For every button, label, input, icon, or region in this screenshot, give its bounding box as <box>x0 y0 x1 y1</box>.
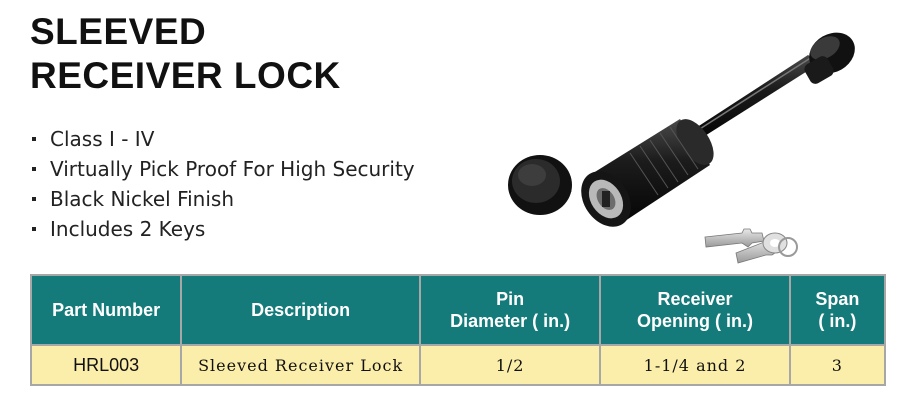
pin-shaft <box>688 55 820 139</box>
cell-span: 3 <box>788 344 887 386</box>
cell-description: Sleeved Receiver Lock <box>180 344 421 386</box>
page-title: SLEEVED RECEIVER LOCK <box>30 10 341 98</box>
feature-text: Black Nickel Finish <box>50 187 235 211</box>
bullet-icon <box>32 137 36 141</box>
header-part-number: Part Number <box>29 274 183 346</box>
table-row: HRL003 Sleeved Receiver Lock 1/2 1-1/4 a… <box>29 344 887 386</box>
feature-item: Includes 2 Keys <box>32 214 415 244</box>
feature-item: Virtually Pick Proof For High Security <box>32 154 415 184</box>
header-description: Description <box>180 274 421 346</box>
keys <box>704 228 798 264</box>
feature-list: Class I - IV Virtually Pick Proof For Hi… <box>32 124 415 244</box>
header-span: Span( in.) <box>788 274 887 346</box>
bullet-icon <box>32 197 36 201</box>
feature-item: Black Nickel Finish <box>32 184 415 214</box>
feature-item: Class I - IV <box>32 124 415 154</box>
feature-text: Virtually Pick Proof For High Security <box>50 157 415 181</box>
bullet-icon <box>32 167 36 171</box>
pin-end-cap <box>804 32 855 84</box>
bullet-icon <box>32 227 36 231</box>
cell-part-number: HRL003 <box>29 344 183 386</box>
cell-pin-diameter: 1/2 <box>418 344 602 386</box>
lock-face <box>581 171 631 227</box>
title-line-2: RECEIVER LOCK <box>30 55 341 96</box>
feature-text: Includes 2 Keys <box>50 217 206 241</box>
product-image <box>508 32 855 264</box>
feature-text: Class I - IV <box>50 127 155 151</box>
title-line-1: SLEEVED <box>30 11 207 52</box>
dust-cap <box>508 155 572 215</box>
cell-receiver-opening: 1-1/4 and 2 <box>599 344 791 386</box>
